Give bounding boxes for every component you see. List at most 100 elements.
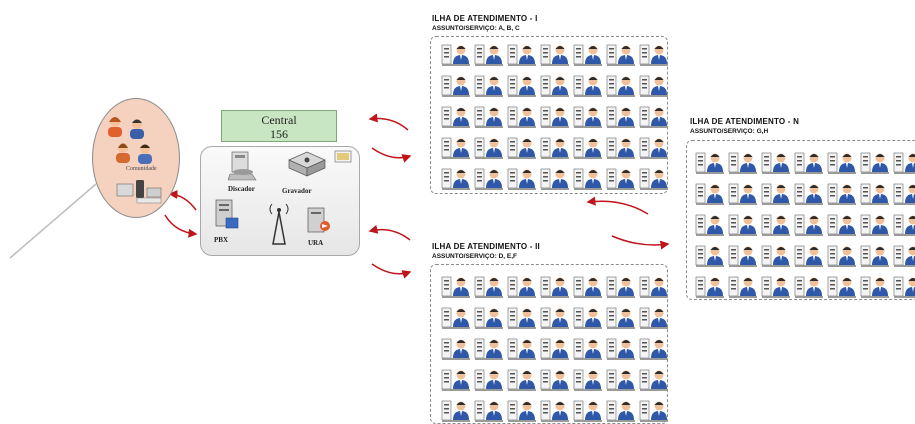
agent-workstation-icon: [474, 166, 504, 191]
agent-workstation-icon: [540, 73, 570, 98]
agent-workstation-icon: [441, 367, 471, 392]
island-2-box: [430, 264, 668, 424]
agent-workstation-icon: [893, 181, 915, 206]
agent-workstation-icon: [540, 305, 570, 330]
agent-workstation-icon: [540, 274, 570, 299]
agent-workstation-icon: [639, 104, 669, 129]
island-1-title: ILHA DE ATENDIMENTO - I: [432, 14, 538, 23]
agent-workstation-icon: [507, 336, 537, 361]
agent-workstation-icon: [573, 166, 603, 191]
arrow-community-to-central: [165, 215, 196, 234]
agent-workstation-icon: [474, 73, 504, 98]
island-2-title: ILHA DE ATENDIMENTO - II: [432, 242, 540, 251]
agent-workstation-icon: [474, 398, 504, 423]
agent-workstation-icon: [639, 166, 669, 191]
agent-workstation-icon: [639, 135, 669, 160]
agent-workstation-icon: [794, 243, 824, 268]
agent-workstation-icon: [474, 135, 504, 160]
ura-icon: [304, 204, 332, 236]
agent-workstation-icon: [507, 73, 537, 98]
agent-workstation-icon: [606, 42, 636, 67]
agent-workstation-icon: [860, 243, 890, 268]
agent-workstation-icon: [606, 367, 636, 392]
agent-workstation-icon: [441, 398, 471, 423]
community-label: Comunidade: [126, 166, 157, 172]
agent-workstation-icon: [695, 181, 725, 206]
agent-workstation-icon: [827, 181, 857, 206]
agent-workstation-icon: [606, 166, 636, 191]
agent-workstation-icon: [639, 305, 669, 330]
agent-workstation-icon: [761, 181, 791, 206]
agent-workstation-icon: [474, 336, 504, 361]
agent-workstation-icon: [728, 243, 758, 268]
agent-workstation-icon: [441, 42, 471, 67]
agent-workstation-icon: [827, 274, 857, 299]
agent-workstation-icon: [474, 305, 504, 330]
agent-workstation-icon: [507, 135, 537, 160]
agent-workstation-icon: [639, 73, 669, 98]
agent-workstation-icon: [893, 243, 915, 268]
agent-workstation-icon: [794, 212, 824, 237]
agent-workstation-icon: [860, 150, 890, 175]
agent-workstation-icon: [606, 336, 636, 361]
discador-icon: [228, 150, 258, 182]
agent-workstation-icon: [893, 274, 915, 299]
agent-workstation-icon: [474, 274, 504, 299]
external-line: [10, 184, 96, 258]
arrow-central-to-community: [170, 194, 196, 210]
agent-workstation-icon: [728, 181, 758, 206]
agent-workstation-icon: [540, 336, 570, 361]
agent-workstation-icon: [695, 150, 725, 175]
agent-workstation-icon: [728, 274, 758, 299]
agent-workstation-icon: [441, 104, 471, 129]
agent-workstation-icon: [441, 166, 471, 191]
agent-workstation-icon: [540, 104, 570, 129]
agent-workstation-icon: [573, 104, 603, 129]
agent-workstation-icon: [606, 104, 636, 129]
agent-workstation-icon: [728, 150, 758, 175]
arrow-island1-to-central: [370, 118, 408, 130]
agent-workstation-icon: [474, 104, 504, 129]
island-n-workstations: [695, 150, 915, 299]
discador-label: Discador: [228, 185, 255, 193]
agent-workstation-icon: [728, 212, 758, 237]
island-n-subtitle: ASSUNTO/SERVIÇO: G,H: [690, 128, 768, 135]
agent-workstation-icon: [540, 42, 570, 67]
agent-workstation-icon: [639, 42, 669, 67]
agent-workstation-icon: [540, 398, 570, 423]
agent-workstation-icon: [860, 181, 890, 206]
agent-workstation-icon: [639, 336, 669, 361]
agent-workstation-icon: [573, 367, 603, 392]
agent-workstation-icon: [507, 367, 537, 392]
agent-workstation-icon: [761, 212, 791, 237]
agent-workstation-icon: [639, 367, 669, 392]
agent-workstation-icon: [606, 73, 636, 98]
gravador-label: Gravador: [282, 187, 312, 195]
agent-workstation-icon: [860, 212, 890, 237]
agent-workstation-icon: [794, 181, 824, 206]
agent-workstation-icon: [827, 212, 857, 237]
island-1-subtitle: ASSUNTO/SERVIÇO: A, B, C: [432, 25, 520, 32]
agent-workstation-icon: [441, 274, 471, 299]
agent-workstation-icon: [860, 274, 890, 299]
agent-workstation-icon: [606, 305, 636, 330]
agent-workstation-icon: [695, 274, 725, 299]
agent-workstation-icon: [441, 135, 471, 160]
island-2-workstations: [441, 274, 667, 423]
arrow-central-to-island1: [372, 148, 410, 158]
agent-workstation-icon: [573, 73, 603, 98]
island-2-subtitle: ASSUNTO/SERVIÇO: D, E,F: [432, 253, 517, 260]
agent-workstation-icon: [474, 42, 504, 67]
arrow-islandN-to-island1: [588, 201, 648, 214]
agent-workstation-icon: [441, 305, 471, 330]
arrow-to-islandN: [612, 236, 668, 245]
pbx-icon: [210, 198, 240, 232]
agent-workstation-icon: [573, 336, 603, 361]
antenna-icon: [268, 204, 290, 246]
agent-workstation-icon: [540, 135, 570, 160]
agent-workstation-icon: [761, 150, 791, 175]
ura-label: URA: [308, 239, 323, 247]
agent-workstation-icon: [761, 274, 791, 299]
monitor-icon: [334, 150, 354, 166]
island-1-box: [430, 36, 668, 194]
